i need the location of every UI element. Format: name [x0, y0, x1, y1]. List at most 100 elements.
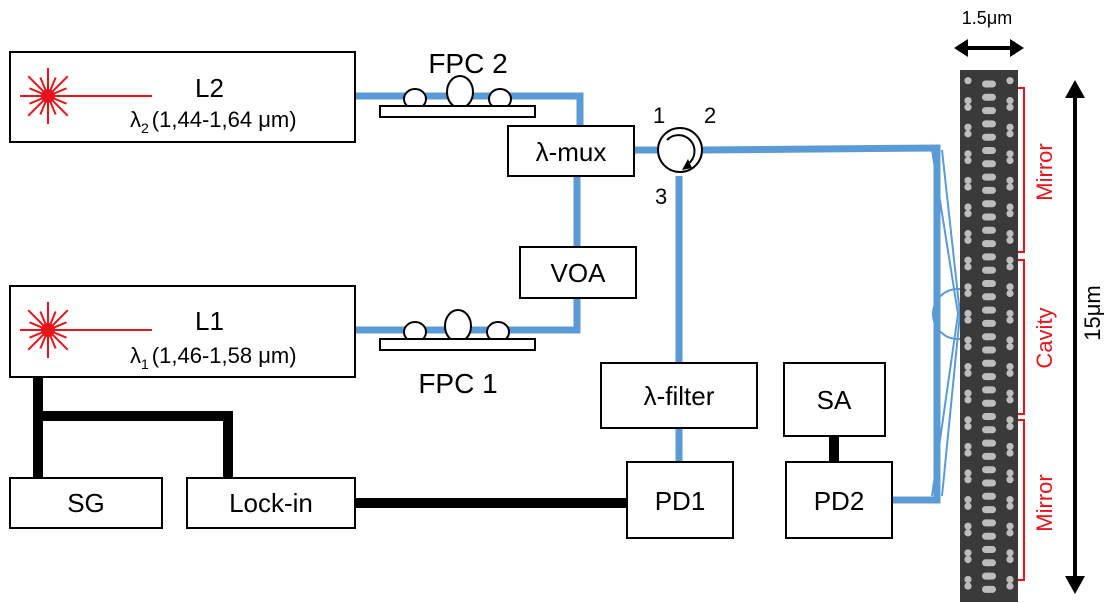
fpc-base [379, 338, 536, 351]
laser-l1: L1 λ1(1,46-1,58 μm) [9, 285, 356, 378]
crystal-hole [982, 532, 996, 540]
crystal-hole [1006, 123, 1014, 131]
crystal-hole [964, 316, 972, 324]
laser-burst-icon [20, 302, 76, 358]
crystal-hole [964, 502, 972, 510]
crystal-hole [982, 266, 996, 274]
crystal-hole [982, 346, 996, 354]
crystal-hole [1006, 183, 1014, 191]
crystal-hole [982, 280, 996, 287]
port-1-label: 1 [653, 103, 665, 128]
crystal-hole [964, 176, 972, 185]
crystal-hole [964, 289, 972, 298]
crystal-hole [982, 559, 996, 567]
crystal-hole [982, 413, 996, 420]
crystal-hole [964, 230, 972, 238]
crystal-hole [982, 572, 996, 580]
filter-label: λ-filter [644, 381, 715, 411]
fpc2: FPC 2 [379, 48, 536, 118]
crystal-hole [982, 333, 996, 341]
sa-label: SA [817, 385, 852, 415]
crystal-hole [964, 469, 972, 477]
sg-label: SG [67, 488, 105, 518]
laser-burst-icon [20, 68, 76, 124]
crystal-hole [964, 496, 972, 504]
crystal-hole [1006, 336, 1014, 344]
crystal-hole [964, 363, 972, 371]
bracket-cavity [1018, 259, 1025, 415]
crystal-hole [982, 120, 996, 128]
crystal-hole [1006, 422, 1014, 431]
crystal-hole [1006, 396, 1014, 404]
crystal-hole [1006, 283, 1014, 291]
mux-box: λ-mux [507, 125, 635, 177]
crystal-hole [964, 263, 972, 271]
fiber-l2-mux [355, 92, 584, 126]
crystal-hole [964, 582, 972, 590]
section-mirror-bottom: Mirror [1032, 474, 1057, 531]
laser-l2-wavelength: λ2(1,44-1,64 μm) [130, 107, 297, 136]
section-cavity: Cavity [1032, 307, 1057, 368]
crystal-hole [982, 293, 996, 301]
crystal-hole [1006, 309, 1014, 318]
crystal-hole [964, 396, 972, 404]
crystal-hole [982, 213, 996, 221]
fiber-lines [355, 92, 941, 504]
crystal-hole [1006, 469, 1014, 477]
crystal-hole [964, 123, 972, 131]
port-3-label: 3 [655, 184, 667, 209]
crystal-hole [964, 416, 972, 424]
fpc1-label: FPC 1 [418, 368, 497, 399]
crystal-hole [964, 449, 972, 457]
crystal-hole [1006, 555, 1014, 564]
fpc1: FPC 1 [379, 309, 536, 399]
crystal-hole [1006, 449, 1014, 457]
arrow-head-icon [682, 159, 692, 170]
port-2-label: 2 [704, 103, 716, 128]
crystal-hole [982, 506, 996, 514]
crystal-hole [964, 529, 972, 537]
crystal-hole [964, 183, 972, 191]
bracket-mirror-bottom [1018, 419, 1025, 581]
crystal-hole [982, 186, 996, 194]
crystal-hole [982, 373, 996, 381]
photonic-crystal [960, 70, 1018, 602]
crystal-hole [1006, 496, 1014, 504]
sa-box: SA [783, 362, 886, 437]
crystal-hole [964, 103, 972, 111]
crystal-hole [1006, 210, 1014, 218]
crystal-hole [964, 256, 972, 264]
crystal-hole [982, 426, 996, 434]
crystal-hole [964, 522, 972, 530]
crystal-hole [982, 585, 996, 593]
crystal-hole [1006, 416, 1014, 424]
crystal-hole [964, 476, 972, 484]
pd1-label: PD1 [655, 486, 706, 516]
pd1-box: PD1 [626, 461, 734, 539]
mux-label: λ-mux [536, 137, 607, 167]
pd2-label: PD2 [814, 486, 865, 516]
crystal-hole [982, 93, 996, 101]
bracket-mirror-top [1018, 87, 1025, 253]
fpc2-label: FPC 2 [428, 48, 507, 79]
crystal-hole [1006, 130, 1014, 138]
crystal-hole [982, 173, 996, 181]
crystal-hole [1006, 256, 1014, 264]
crystal-hole [964, 283, 972, 291]
width-label: 1.5μm [962, 8, 1012, 28]
crystal-hole [964, 442, 972, 451]
crystal-hole [1006, 236, 1014, 244]
lockin-label: Lock-in [229, 488, 313, 518]
crystal-hole [1006, 522, 1014, 530]
crystal-hole [1006, 476, 1014, 484]
crystal-hole [1006, 575, 1014, 584]
crystal-hole [982, 319, 996, 327]
crystal-hole [964, 156, 972, 165]
laser-l2-name: L2 [195, 73, 224, 103]
crystal-hole [982, 80, 996, 88]
paddle-icon [446, 75, 474, 109]
crystal-hole [1006, 529, 1014, 537]
crystal-hole [1006, 363, 1014, 371]
crystal-hole [1006, 263, 1014, 271]
circulator-arrow-icon [666, 134, 696, 165]
